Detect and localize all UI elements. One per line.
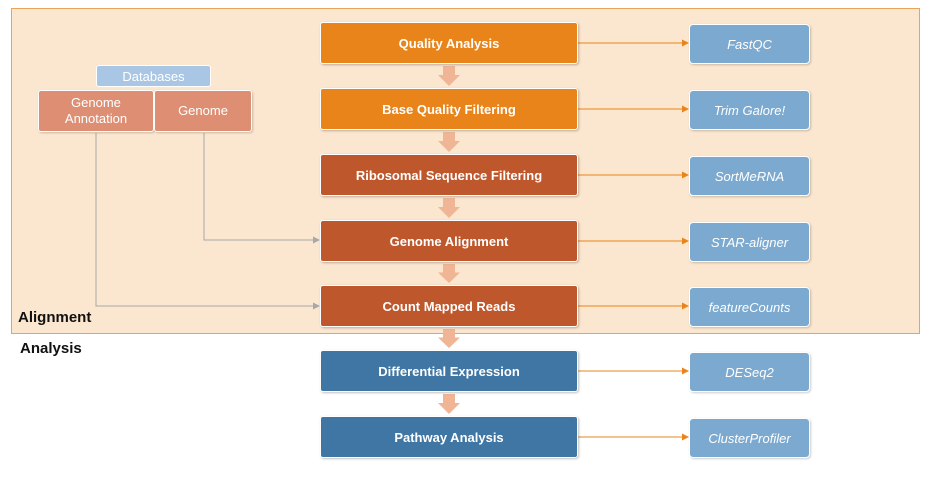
analysis-label: Analysis (20, 340, 82, 357)
quality-analysis-tool-box: FastQC (689, 24, 810, 64)
genome-alignment-step: Genome Alignment (320, 220, 578, 262)
alignment-label: Alignment (18, 309, 92, 326)
pathway-analysis-tool-box: ClusterProfiler (689, 418, 810, 458)
differential-expression-tool-box: DESeq2 (689, 352, 810, 392)
quality-analysis-step: Quality Analysis (320, 22, 578, 64)
pathway-analysis-tool-arrowhead (682, 433, 689, 441)
count-mapped-reads-step: Count Mapped Reads (320, 285, 578, 327)
genome-annotation-box: Genome Annotation (38, 90, 154, 132)
genome-alignment-tool-box: STAR-aligner (689, 222, 810, 262)
base-quality-filtering-tool-box: Trim Galore! (689, 90, 810, 130)
genome-box: Genome (154, 90, 252, 132)
ribosomal-sequence-filtering-step: Ribosomal Sequence Filtering (320, 154, 578, 196)
pathway-analysis-step: Pathway Analysis (320, 416, 578, 458)
flow-down-arrow-6 (438, 394, 460, 414)
differential-expression-tool-arrowhead (682, 367, 689, 375)
differential-expression-step: Differential Expression (320, 350, 578, 392)
ribosomal-sequence-filtering-tool-box: SortMeRNA (689, 156, 810, 196)
base-quality-filtering-step: Base Quality Filtering (320, 88, 578, 130)
databases-title: Databases (96, 65, 211, 87)
count-mapped-reads-tool-box: featureCounts (689, 287, 810, 327)
